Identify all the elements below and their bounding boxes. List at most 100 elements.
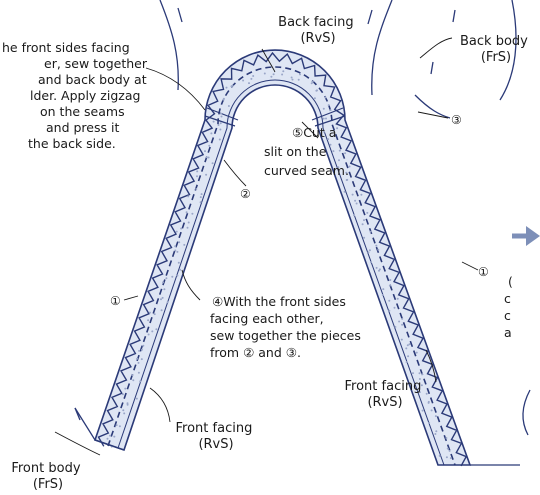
- fabric-dot: [375, 266, 378, 269]
- fabric-dot: [176, 274, 179, 277]
- fabric-dot: [396, 297, 399, 300]
- fabric-dot: [135, 397, 138, 400]
- fabric-dot: [323, 130, 325, 133]
- next-step-arrow: [512, 226, 540, 246]
- fabric-dot: [175, 230, 178, 233]
- fabric-dot: [263, 72, 266, 75]
- fabric-dot: [345, 171, 348, 174]
- fabric-dot: [177, 261, 180, 264]
- fabric-dot: [290, 76, 293, 79]
- fabric-dot: [142, 344, 145, 347]
- note-step5: ⑤Cut a slit on the curved seam.: [264, 125, 349, 178]
- fabric-dot: [415, 351, 418, 354]
- fabric-dot: [445, 437, 448, 439]
- fabric-dot: [322, 117, 325, 120]
- fabric-dot: [297, 78, 300, 81]
- fabric-dot: [313, 97, 316, 100]
- leader-step4: [181, 269, 201, 301]
- leader-m2: [223, 159, 247, 187]
- fabric-dot: [160, 309, 163, 312]
- fabric-dot: [329, 109, 332, 112]
- fabric-dot: [227, 105, 230, 107]
- fabric-dot: [171, 275, 174, 278]
- fabric-dot: [446, 447, 449, 450]
- fabric-dot: [412, 372, 414, 375]
- note-step4-line4: from ② and ③.: [210, 345, 301, 360]
- fabric-dot: [250, 77, 253, 80]
- fabric-dot: [115, 424, 118, 427]
- leader-m1-left: [123, 295, 139, 301]
- fabric-dot: [248, 82, 250, 85]
- fabric-dot: [205, 156, 208, 159]
- tick-mark-right: [452, 9, 456, 23]
- fabric-dot: [363, 219, 365, 222]
- fabric-dot: [138, 349, 141, 352]
- inner-edge-line: [117, 79, 445, 466]
- fabric-dot: [131, 374, 134, 377]
- fabric-dot: [406, 344, 409, 347]
- note-step3-line1: he front sides facing: [2, 40, 130, 55]
- fabric-dot: [212, 120, 215, 123]
- fabric-dot: [329, 143, 332, 146]
- fabric-dot: [448, 449, 451, 452]
- note-step3-line6: and press it: [46, 120, 119, 135]
- fabric-dot: [147, 333, 150, 336]
- note-step3-line2: er, sew together: [44, 56, 148, 71]
- fabric-dot: [393, 306, 396, 309]
- fabric-dot: [336, 127, 339, 130]
- label-back-facing: Back facing (RvS): [278, 15, 358, 46]
- fabric-dot: [388, 309, 391, 312]
- fabric-dot: [353, 214, 356, 217]
- fabric-dot: [220, 115, 223, 118]
- fabric-dot: [220, 112, 222, 115]
- fabric-dot: [407, 355, 410, 358]
- fabric-dot: [153, 313, 156, 316]
- label-front-facing-left-line2: (RvS): [198, 437, 233, 452]
- fabric-dot: [140, 348, 143, 351]
- fabric-dot: [139, 380, 142, 383]
- fabric-dot: [178, 241, 181, 244]
- fabric-dot: [337, 166, 340, 169]
- fabric-dot: [430, 409, 433, 412]
- note-step4-line2: facing each other,: [210, 311, 324, 326]
- fabric-dot: [217, 124, 220, 126]
- label-front-facing-right-line1: Front facing: [345, 379, 422, 394]
- fabric-dot: [375, 244, 378, 247]
- fabric-dot: [338, 149, 341, 152]
- fabric-dot: [270, 75, 273, 78]
- fabric-dot: [222, 98, 225, 101]
- fabric-dot: [185, 211, 188, 214]
- fabric-dot: [378, 269, 380, 272]
- fabric-dot: [405, 347, 408, 350]
- fabric-dot: [136, 357, 139, 360]
- fabric-dot: [438, 454, 441, 457]
- fabric-dot: [137, 371, 140, 374]
- label-back-facing-line1: Back facing: [278, 15, 354, 30]
- back-neck-right-curve: [371, 0, 393, 96]
- facing-band-fill: [93, 49, 472, 466]
- fabric-dot: [148, 311, 151, 314]
- fabric-dot: [211, 162, 214, 165]
- note-step4-line1: ④With the front sides: [212, 294, 346, 309]
- fabric-dot: [199, 201, 202, 204]
- fabric-dot: [155, 328, 158, 331]
- leader-front-facing-right: [425, 349, 437, 383]
- fabric-dot: [367, 251, 370, 254]
- fabric-dot: [420, 384, 423, 387]
- fabric-dot: [179, 268, 182, 271]
- fabric-dot: [219, 122, 222, 125]
- fabric-dot: [176, 250, 179, 253]
- fabric-dot: [165, 277, 168, 280]
- fabric-dot: [210, 132, 213, 135]
- fabric-dot: [272, 73, 275, 76]
- fabric-dot: [191, 212, 194, 215]
- leader-step3: [145, 67, 206, 111]
- label-front-facing-right-line2: (RvS): [367, 395, 402, 410]
- fabric-dot: [315, 89, 318, 92]
- zigzag-outer-edge: [97, 51, 468, 467]
- fabric-dot: [369, 230, 372, 233]
- note-right-partial-line2: c: [504, 291, 511, 306]
- fabric-dot: [121, 393, 124, 396]
- label-back-body-line1: Back body: [460, 34, 528, 49]
- note-step5-line3: curved seam.: [264, 163, 349, 178]
